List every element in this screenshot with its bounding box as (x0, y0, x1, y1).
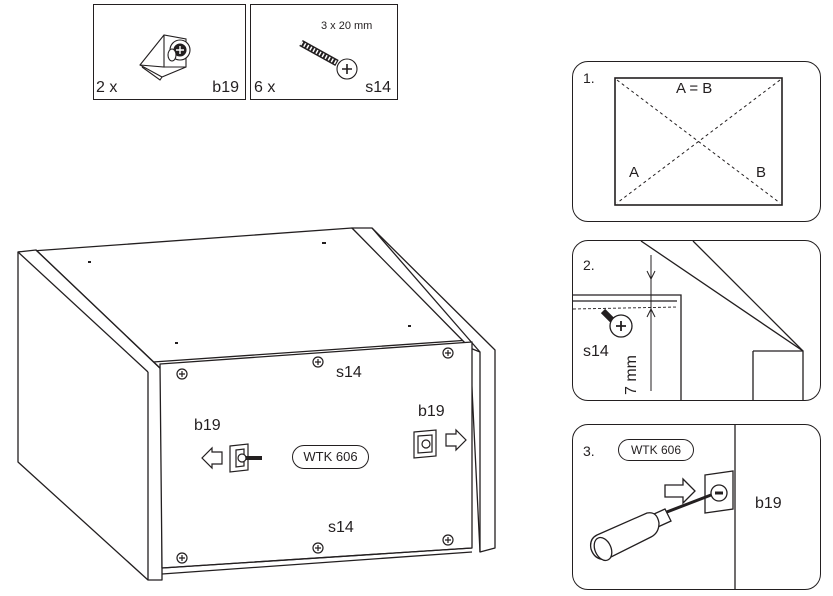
cam-connector-icon (139, 34, 191, 81)
step-1-panel: 1. A = B A B (572, 61, 821, 222)
arrow-left-icon (201, 446, 223, 470)
product-code-badge: WTK 606 (292, 445, 369, 469)
screw-icon (176, 552, 188, 564)
arrow-right-icon (445, 428, 467, 452)
arrow-right-icon (664, 477, 696, 505)
top-screw-label: s14 (336, 364, 362, 381)
diagonal-rule-label: A = B (676, 80, 713, 97)
screw-icon (442, 347, 454, 359)
part-qty-s14: 6 x (254, 79, 276, 96)
screw-placement-diagram (573, 241, 804, 400)
right-connector (413, 428, 467, 459)
screw-icon (312, 542, 324, 554)
part-box-b19: 2 x b19 (93, 4, 246, 100)
right-connector-label: b19 (418, 403, 445, 420)
screwdriver-diagram (589, 425, 736, 589)
left-connector (201, 443, 262, 473)
back-screws (176, 347, 454, 564)
step-2-screw-label: s14 (583, 343, 609, 360)
square-check-diagram (614, 77, 783, 206)
step-3-number: 3. (583, 443, 595, 459)
distance-label: 7 mm (623, 355, 640, 395)
part-box-s14: 3 x 20 mm 6 x s14 (250, 4, 398, 100)
bottom-screw-label: s14 (328, 519, 354, 536)
corner-a-label: A (629, 164, 640, 181)
part-code-s14: s14 (365, 79, 391, 96)
part-code-b19: b19 (212, 79, 239, 96)
screw-icon (312, 356, 324, 368)
step-3-connector-label: b19 (755, 495, 782, 512)
step-2-number: 2. (583, 257, 595, 273)
screw-icon (442, 534, 454, 546)
step-3-panel: 3. WTK 606 b19 (572, 424, 821, 590)
screw-icon (299, 39, 358, 80)
part-spec-s14: 3 x 20 mm (321, 20, 373, 32)
step-1-number: 1. (583, 70, 595, 86)
step-3-product-code-badge: WTK 606 (618, 439, 694, 461)
step-2-panel: 2. s14 7 mm (572, 240, 821, 401)
corner-b-label: B (756, 164, 767, 181)
screw-icon (176, 368, 188, 380)
part-qty-b19: 2 x (96, 79, 118, 96)
left-connector-label: b19 (194, 417, 221, 434)
